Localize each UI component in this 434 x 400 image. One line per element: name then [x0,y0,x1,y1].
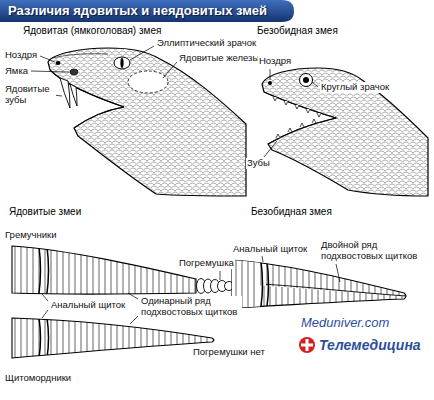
harmless-tail [232,255,406,315]
leader-line [42,310,48,318]
leader-line [130,46,154,60]
leader-line [163,62,177,78]
part-label: Погремушка [178,258,235,269]
leader-line [128,293,138,299]
round-pupil [303,77,309,83]
part-label: Анальный щиток [50,300,126,311]
part-label: Круглый зрачок [320,82,390,93]
part-label: Ядовитые зубы [4,84,56,106]
nostril [56,61,61,65]
watermark: Телемедицина [318,337,422,353]
teeth [276,119,316,138]
part-label: Ноздря [258,56,292,67]
eye [114,57,130,69]
leader-line [262,256,263,262]
part-label: Двойной ряд подхвостовых щитков [320,240,428,262]
heading: Безобидная змея [250,206,333,218]
anal-scale [38,240,49,300]
nostril [268,81,272,85]
part-label: Зубы [246,158,271,169]
part-label: Ямка [4,66,29,77]
leader-line [130,316,138,324]
eye [300,74,313,87]
head-outline [48,48,246,196]
leader-line [220,271,221,280]
midline [266,284,406,296]
fang [60,78,70,108]
part-label: Ядовитые железы [178,53,260,64]
part-label: Ноздря [4,50,38,61]
watermark: Meduniver.com [300,316,390,331]
leader-line [264,141,277,157]
anal-scale [38,312,49,364]
teeth [273,97,321,117]
part-label: Одинарный ряд подхвостовых щитков [140,296,242,318]
mouth-edge [264,92,336,144]
leader-line [312,82,318,87]
tail-outline [12,318,214,358]
venomous-head [48,48,246,196]
group-label: Щитомордники [4,373,72,384]
logo-circle [299,337,315,353]
mouth-edge [50,70,124,128]
group-label: Гремучники [4,230,58,241]
heading: Безобидная змея [256,25,339,37]
leader-line [336,264,340,282]
leader-line [31,71,69,72]
heat-pit [70,69,78,75]
head-outline [262,68,428,196]
fang [70,84,77,106]
heading: Ядовитые змеи [8,206,82,218]
head-plate [52,54,108,58]
leader-line [42,294,48,301]
note-label: Погремушки нет [192,347,266,358]
venom-gland [128,71,168,93]
harmless-head [262,68,428,196]
title-banner [0,0,294,22]
elliptical-pupil [120,58,123,68]
leader-line [40,56,55,62]
part-label: Эллиптический зрачок [156,38,257,49]
rattlesnake-tail [12,240,234,300]
part-label: Анальный щиток [232,244,308,255]
watermark-logo [299,337,315,353]
leader-line [270,69,271,80]
copperhead-tail [12,312,214,364]
logo-cross [301,339,313,351]
title: Различия ядовитых и неядовитых змей [8,3,267,19]
leader-lines [31,46,340,324]
heading: Ядовитая (ямкоголовая) змея [22,25,162,37]
